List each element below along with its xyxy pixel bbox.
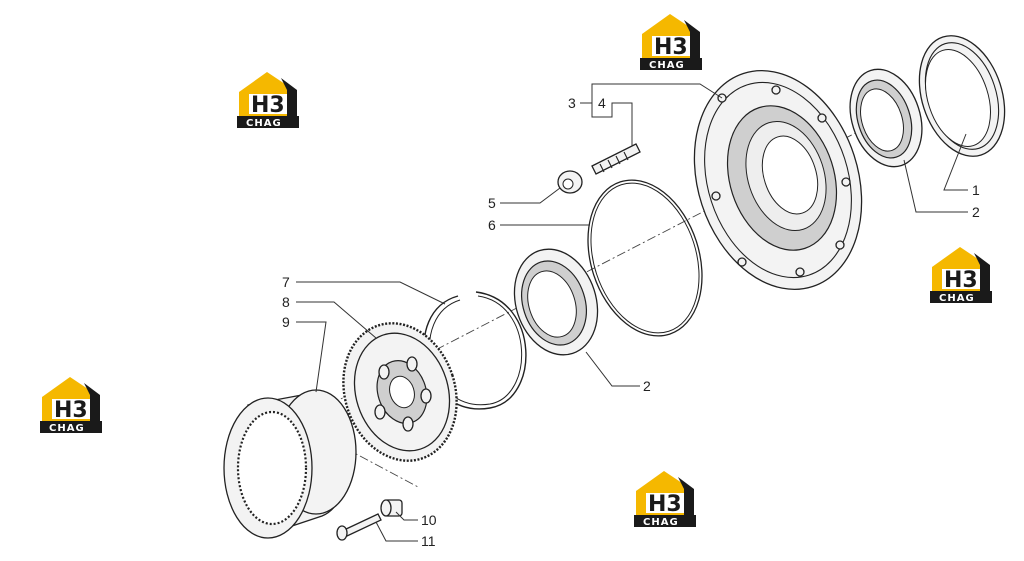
callout-9: 9 bbox=[282, 314, 290, 330]
callout-11: 11 bbox=[421, 533, 436, 549]
watermark-right: H3 CHAG bbox=[930, 247, 992, 304]
part-6-o-ring bbox=[587, 179, 703, 337]
part-2-lower-seal bbox=[513, 248, 599, 356]
bolt-axis bbox=[344, 447, 421, 489]
part-5-nut bbox=[557, 170, 583, 194]
callout-10: 10 bbox=[421, 512, 437, 528]
part-2-upper-seal bbox=[849, 68, 923, 168]
callout-5: 5 bbox=[488, 195, 496, 211]
hub-housing bbox=[693, 70, 863, 290]
watermark-left: H3 CHAG bbox=[40, 377, 102, 434]
callout-2-upper: 2 bbox=[972, 204, 980, 220]
callout-6: 6 bbox=[488, 217, 496, 233]
svg-text:H3: H3 bbox=[654, 35, 688, 60]
part-9-ring-gear bbox=[223, 389, 357, 539]
svg-text:CHAG: CHAG bbox=[246, 118, 282, 129]
watermark-top-center: H3 CHAG bbox=[640, 14, 702, 71]
part-1-seal-ring bbox=[918, 35, 1006, 157]
part-11-bolt bbox=[336, 513, 382, 541]
callout-8: 8 bbox=[282, 294, 290, 310]
watermark-top-left: H3 CHAG bbox=[237, 72, 299, 129]
callout-3: 3 bbox=[568, 95, 576, 111]
part-7-snap-ring bbox=[423, 291, 527, 410]
svg-text:H3: H3 bbox=[944, 268, 978, 293]
svg-text:CHAG: CHAG bbox=[939, 293, 975, 304]
callout-7: 7 bbox=[282, 274, 290, 290]
part-10-bushing bbox=[380, 499, 403, 517]
svg-text:H3: H3 bbox=[54, 398, 88, 423]
svg-text:CHAG: CHAG bbox=[49, 423, 85, 434]
watermark-bottom-center: H3 CHAG bbox=[634, 471, 696, 528]
callout-1: 1 bbox=[972, 182, 980, 198]
svg-text:CHAG: CHAG bbox=[649, 60, 685, 71]
callout-4: 4 bbox=[598, 95, 606, 111]
part-8-planet-carrier bbox=[342, 322, 458, 462]
svg-text:H3: H3 bbox=[251, 93, 285, 118]
svg-text:H3: H3 bbox=[648, 492, 682, 517]
part-4-stud bbox=[591, 143, 641, 175]
callout-2-lower: 2 bbox=[643, 378, 651, 394]
svg-text:CHAG: CHAG bbox=[643, 517, 679, 528]
leader-lines bbox=[296, 83, 968, 542]
